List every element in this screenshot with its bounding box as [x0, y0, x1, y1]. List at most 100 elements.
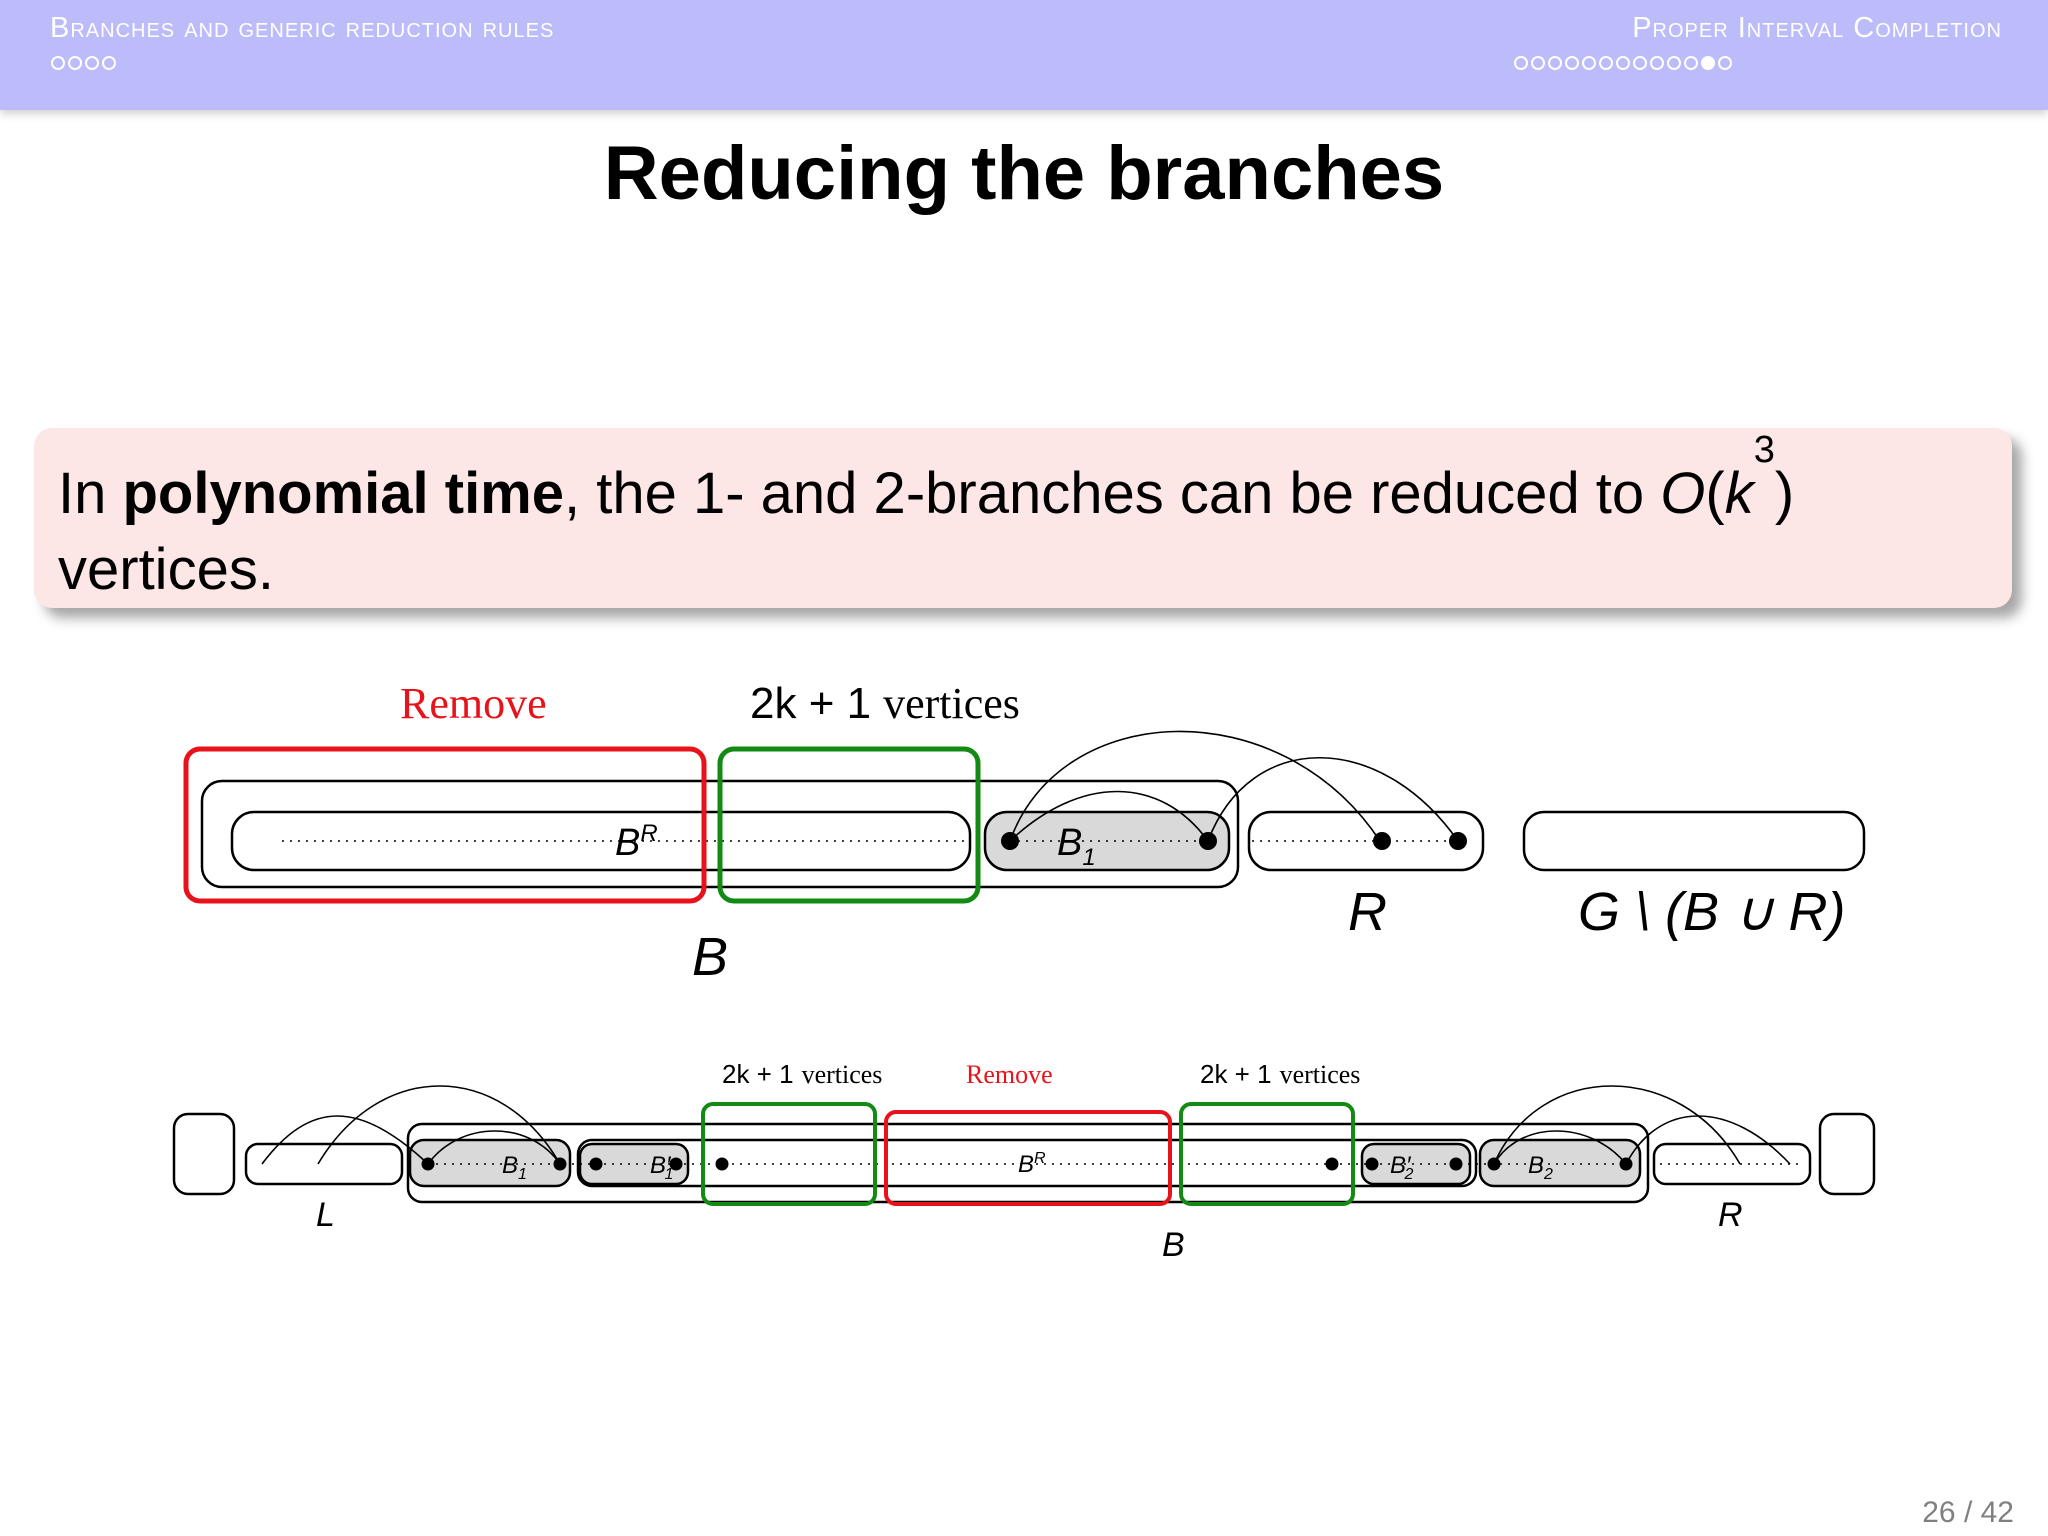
subsection-nav-dot[interactable] — [1548, 56, 1562, 70]
vertex — [715, 1157, 729, 1171]
subsection-nav-dot[interactable] — [1650, 56, 1664, 70]
section-nav-dot[interactable] — [51, 56, 65, 70]
section-nav-dot[interactable] — [68, 56, 82, 70]
arc-b1-to-r-far — [1207, 756, 1459, 842]
keep-right-highlight-box — [1179, 1102, 1355, 1206]
section-title[interactable]: Branches and generic reduction rules — [50, 12, 555, 44]
vertex — [669, 1157, 683, 1171]
keep-left-highlight-box — [701, 1102, 877, 1206]
vertex — [1373, 832, 1391, 850]
b2-prime-label-sub: 2 — [1404, 1166, 1414, 1183]
arc-b2-r — [1493, 1085, 1741, 1165]
vertex — [1001, 832, 1019, 850]
subsection-progress-dots — [1514, 56, 1732, 70]
count-text: vertices — [883, 679, 1020, 728]
count-left-text: vertices — [802, 1060, 883, 1089]
vertex — [1449, 1157, 1463, 1171]
section-progress-dots — [51, 56, 116, 70]
vertex — [553, 1157, 567, 1171]
l-label: L — [316, 1196, 335, 1234]
rest-of-graph-box — [1522, 810, 1866, 872]
b1-label: B1 — [1057, 822, 1096, 871]
arc-b1-inner — [1009, 790, 1209, 842]
vertex — [421, 1157, 435, 1171]
vertex — [1365, 1157, 1379, 1171]
remove-label-2: Remove — [966, 1060, 1053, 1089]
b2-label-sub: 2 — [1543, 1166, 1553, 1183]
math-paren-close: ) — [1774, 461, 1795, 526]
block-suffix: vertices. — [58, 537, 274, 602]
br-label-sup: R — [640, 820, 657, 847]
page-number: 26 / 42 — [1922, 1496, 2014, 1529]
subsection-nav-dot[interactable] — [1718, 56, 1732, 70]
block-middle: , the 1- and 2-branches can be reduced t… — [564, 461, 1661, 526]
subsection-nav-dot[interactable] — [1531, 56, 1545, 70]
b2-label: B2 — [1528, 1152, 1553, 1183]
b1-label-2-sub: 1 — [518, 1166, 527, 1183]
b1-label-main: B — [1057, 822, 1082, 864]
remove-highlight-box — [183, 746, 707, 904]
subsection-nav-dot[interactable] — [1565, 56, 1579, 70]
subsection-nav-dot[interactable] — [1633, 56, 1647, 70]
r-label: R — [1348, 882, 1387, 942]
br-label-2-sup: R — [1034, 1150, 1046, 1167]
br-label-2: BR — [1018, 1150, 1046, 1178]
r-label-2: R — [1718, 1196, 1743, 1234]
slide-title: Reducing the branches — [603, 131, 1445, 216]
arc-b2-r-far — [1625, 1115, 1791, 1165]
subsection-nav-dot[interactable] — [1667, 56, 1681, 70]
subsection-nav-dot[interactable] — [1599, 56, 1613, 70]
theorem-text: In polynomial time, the 1- and 2-branche… — [58, 431, 1962, 608]
section-nav-dot[interactable] — [85, 56, 99, 70]
rest-of-graph-label: G \ (B ∪ R) — [1578, 882, 1846, 942]
theorem-block: In polynomial time, the 1- and 2-branche… — [34, 428, 2012, 608]
keep-highlight-box — [717, 746, 981, 904]
subsection-nav-dot[interactable] — [1616, 56, 1630, 70]
subsection-nav-dot[interactable] — [1582, 56, 1596, 70]
arc-b1-inner-2 — [427, 1130, 561, 1165]
count-left-label: 2k + 1 vertices — [722, 1059, 882, 1089]
b-label: B — [692, 927, 728, 987]
inner-middle-box — [576, 1138, 1478, 1188]
b1-label-2: B1 — [502, 1152, 527, 1183]
arc-b2-inner — [1493, 1130, 1627, 1165]
arc-l-b1 — [261, 1115, 429, 1165]
arc-l-b1-far — [317, 1085, 561, 1165]
math-k: k — [1724, 461, 1754, 526]
branch-br-box — [230, 810, 972, 872]
b2-prime-label-main: B′ — [1390, 1152, 1412, 1179]
slide-header: Branches and generic reduction rules Pro… — [0, 0, 2048, 110]
vertex — [1619, 1157, 1633, 1171]
subsection-nav-dot[interactable] — [1701, 56, 1715, 70]
subsection-title[interactable]: Proper Interval Completion — [1632, 12, 2002, 44]
b2-prime-label: B′2 — [1390, 1152, 1414, 1183]
vertex — [589, 1157, 603, 1171]
arc-b1-to-r — [1009, 730, 1381, 842]
vertex — [1199, 832, 1217, 850]
math-paren-open: ( — [1705, 461, 1725, 526]
block-bold-text: polynomial time — [122, 461, 565, 526]
br-label-2-main: B — [1018, 1151, 1034, 1178]
branch-b1-box-2 — [408, 1138, 572, 1188]
count-left-math: 2k + 1 — [722, 1059, 794, 1089]
vertex — [1449, 832, 1467, 850]
b1-prime-label-sub: 1 — [665, 1166, 674, 1183]
b2-label-main: B — [1528, 1152, 1544, 1179]
b-label-2: B — [1162, 1226, 1185, 1264]
math-exponent: 3 — [1753, 429, 1775, 471]
remove-highlight-box-2 — [884, 1110, 1172, 1206]
count-right-math: 2k + 1 — [1200, 1059, 1272, 1089]
section-nav-dot[interactable] — [102, 56, 116, 70]
subsection-nav-dot[interactable] — [1514, 56, 1528, 70]
subsection-nav-dot[interactable] — [1684, 56, 1698, 70]
l-box — [244, 1142, 404, 1186]
right-end-box — [1818, 1112, 1876, 1196]
br-label-main: B — [615, 822, 640, 864]
vertex — [1325, 1157, 1339, 1171]
count-math: 2k + 1 — [750, 679, 871, 728]
